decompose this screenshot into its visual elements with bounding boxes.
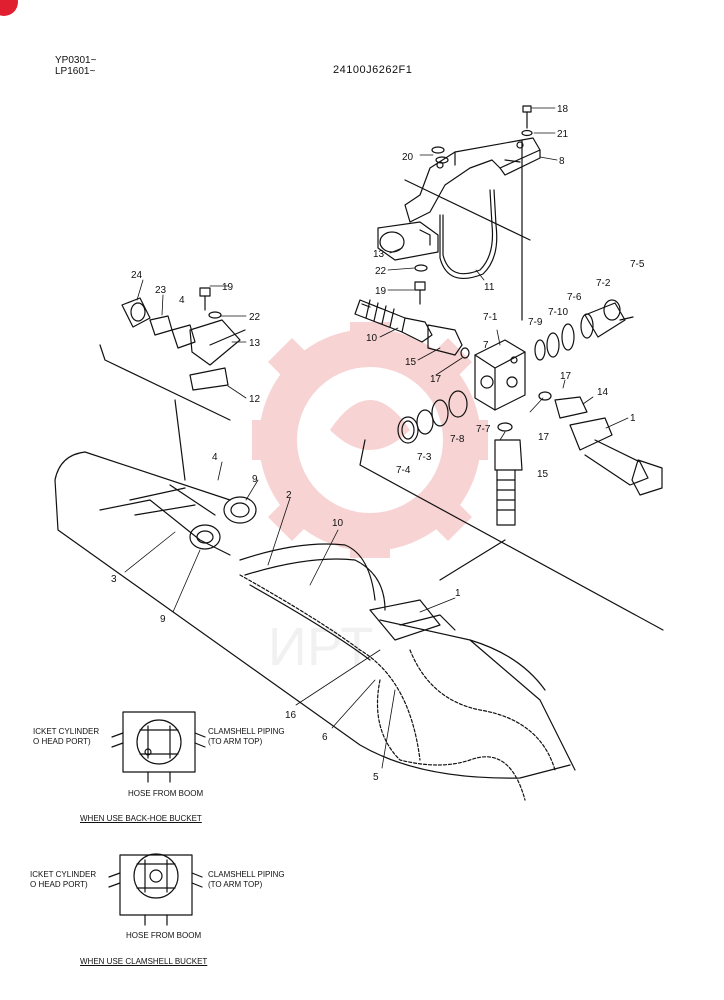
part-number-label: 7-4	[396, 465, 411, 476]
part-number-label: 8	[559, 156, 565, 167]
part-number-label: 7-10	[548, 307, 568, 318]
detail-2-caption: WHEN USE CLAMSHELL BUCKET	[80, 957, 208, 966]
detail-box-clamshell	[108, 853, 203, 926]
part-number-label: 17	[538, 432, 550, 443]
pipe-1-drawing	[569, 417, 663, 496]
part-number-label: 6	[322, 732, 328, 743]
part-number-label: 15	[405, 357, 417, 368]
detail-2-left-label-2: O HEAD PORT)	[30, 880, 88, 889]
detail-1-bottom-label: HOSE FROM BOOM	[128, 789, 204, 798]
part-number-label: 7-3	[417, 452, 432, 463]
part-number-label: 4	[179, 295, 185, 306]
part-number-label: 7-7	[476, 424, 491, 435]
part-number-label: 7-2	[596, 278, 611, 289]
o-ring-17-drawing	[538, 391, 552, 401]
part-number-label: 9	[252, 474, 258, 485]
fitting-15-vertical-drawing	[494, 439, 523, 526]
serial-range-1: YP0301~	[55, 55, 97, 66]
detail-1-right-label-1: CLAMSHELL PIPING	[208, 727, 285, 736]
callout-line-right	[359, 439, 664, 631]
part-number-label: 9	[160, 614, 166, 625]
part-number-label: 15	[537, 469, 549, 480]
detail-2-right-label-1: CLAMSHELL PIPING	[208, 870, 285, 879]
block-7-drawing	[474, 339, 526, 411]
part-number-label: 24	[131, 270, 143, 281]
part-number-label: 7-5	[630, 259, 645, 270]
fitting-15-drawing	[427, 324, 470, 359]
part-number-label: 5	[373, 772, 379, 783]
part-number-label: 17	[560, 371, 572, 382]
detail-1-caption: WHEN USE BACK-HOE BUCKET	[80, 814, 202, 823]
part-number-label: 10	[366, 333, 378, 344]
part-number-label: 20	[402, 152, 414, 163]
clamp-13-drawing	[377, 221, 439, 261]
part-number-label: 7-9	[528, 317, 543, 328]
bracket-8-drawing	[404, 137, 541, 321]
seal-kit-7-drawing	[534, 299, 634, 361]
detail-1-left-label-2: O HEAD PORT)	[33, 737, 91, 746]
fitting-10-drawing	[354, 299, 433, 343]
part-number-label: 12	[249, 394, 261, 405]
part-number-label: 3	[111, 574, 117, 585]
part-number-label: 1	[455, 588, 461, 599]
part-number-label: 1	[630, 413, 636, 424]
fitting-14-drawing	[554, 396, 588, 419]
detail-2-left-label-1: ICKET CYLINDER	[30, 870, 97, 879]
part-number-label: 7-6	[567, 292, 582, 303]
leader-lines	[124, 107, 629, 769]
u-bolt-11-drawing	[439, 189, 498, 279]
washers-20-drawing	[431, 146, 449, 164]
watermark-gear-logo: ИРТ	[252, 322, 488, 677]
callout-line-left	[174, 399, 186, 481]
part-number-label: 4	[212, 452, 218, 463]
cylinders-9-drawing	[129, 484, 257, 550]
part-number-label: 18	[557, 104, 569, 115]
part-number-label: 10	[332, 518, 344, 529]
corner-badge	[0, 0, 18, 16]
part-number-label: 16	[285, 710, 297, 721]
part-number-label: 14	[597, 387, 609, 398]
serial-range-2: LP1601~	[55, 66, 96, 77]
detail-1-right-label-2: (TO ARM TOP)	[208, 737, 263, 746]
part-number-label: 7	[483, 340, 489, 351]
detail-box-backhoe	[111, 711, 206, 783]
washer-22-drawing	[414, 264, 428, 272]
part-number-label: 13	[249, 338, 261, 349]
part-number-label: 19	[375, 286, 387, 297]
drawing-number: 24100J6262F1	[333, 64, 413, 76]
part-number-label: 2	[286, 490, 292, 501]
hoses-drawing	[239, 543, 556, 801]
part-number-label: 13	[373, 249, 385, 260]
detail-2-right-label-2: (TO ARM TOP)	[208, 880, 263, 889]
left-assembly-drawing	[99, 287, 246, 421]
part-number-label: 19	[222, 282, 234, 293]
arm-body-drawing	[54, 451, 576, 779]
part-number-label: 23	[155, 285, 167, 296]
detail-2-bottom-label: HOSE FROM BOOM	[126, 931, 202, 940]
detail-1-left-label-1: ICKET CYLINDER	[33, 727, 100, 736]
part-number-label: 22	[249, 312, 261, 323]
part-number-label: 11	[484, 282, 495, 293]
part-number-label: 7-8	[450, 434, 465, 445]
part-number-label: 21	[557, 129, 569, 140]
bolt-19-drawing	[414, 281, 426, 305]
o-ring-17b-drawing	[497, 422, 513, 432]
part-number-label: 22	[375, 266, 387, 277]
bolt-18-drawing	[521, 105, 533, 137]
part-number-label: 7-1	[483, 312, 498, 323]
part-number-label: 17	[430, 374, 442, 385]
seal-kit-lower-drawing	[397, 390, 468, 444]
